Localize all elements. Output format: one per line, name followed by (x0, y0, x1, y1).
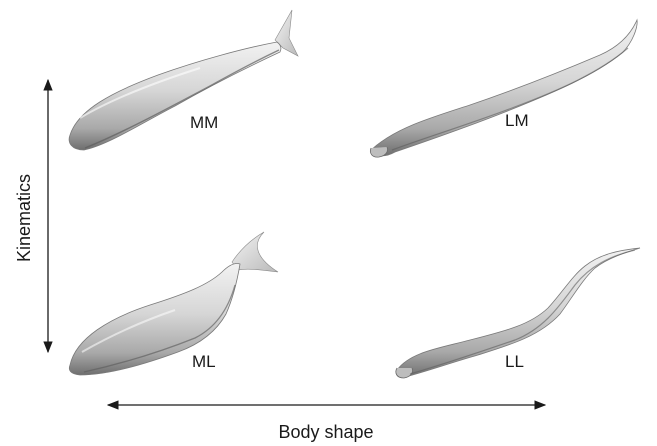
panel-label-ll: LL (505, 352, 524, 371)
body-shape-axis-title: Body shape (278, 422, 373, 442)
fish-model-mm (69, 10, 298, 150)
fish-model-lm (370, 20, 637, 157)
kinematics-axis-title: Kinematics (14, 174, 34, 262)
panel-label-ml: ML (192, 352, 216, 371)
fish-model-ml (69, 232, 278, 375)
panel-label-mm: MM (190, 113, 218, 132)
panel-label-lm: LM (505, 111, 529, 130)
